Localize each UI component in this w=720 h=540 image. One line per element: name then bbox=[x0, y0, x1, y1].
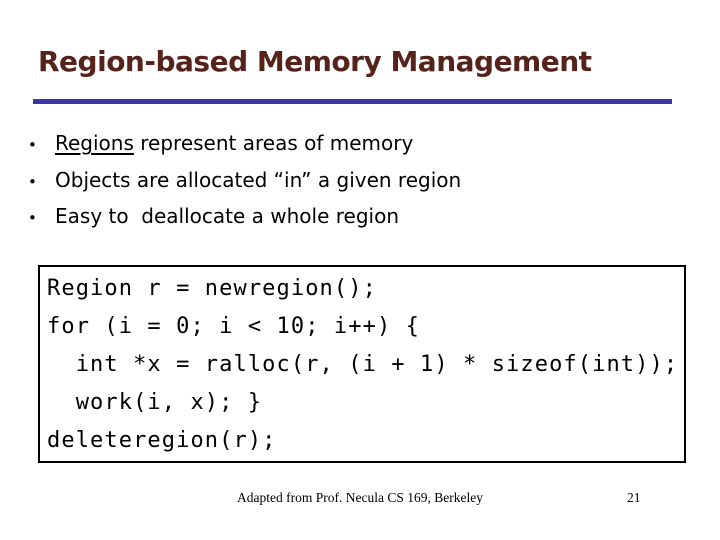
bullet-item: • Regions represent areas of memory bbox=[28, 126, 461, 163]
bullet-marker: • bbox=[28, 172, 37, 191]
code-line: for (i = 0; i < 10; i++) { bbox=[47, 314, 420, 339]
bullet-text-rest: Objects are allocated “in” a given regio… bbox=[55, 167, 462, 192]
bullet-marker: • bbox=[28, 209, 37, 227]
bullet-text-rest: Easy to deallocate a whole region bbox=[55, 204, 400, 228]
bullet-text: Objects are allocated “in” a given regio… bbox=[55, 163, 461, 198]
bullet-text-rest: represent areas of memory bbox=[133, 131, 414, 155]
bullet-item: • Easy to deallocate a whole region bbox=[28, 199, 461, 236]
bullet-list: • Regions represent areas of memory • Ob… bbox=[28, 126, 461, 236]
bullet-text: Easy to deallocate a whole region bbox=[55, 199, 399, 234]
code-line: Region r = newregion(); bbox=[47, 276, 377, 301]
bullet-marker: • bbox=[28, 136, 37, 154]
code-line: deleteregion(r); bbox=[47, 428, 277, 453]
bullet-underlined-term: Regions bbox=[55, 131, 134, 155]
footer-credit: Adapted from Prof. Necula CS 169, Berkel… bbox=[237, 490, 483, 505]
bullet-text: Regions represent areas of memory bbox=[55, 126, 413, 161]
bullet-item: • Objects are allocated “in” a given reg… bbox=[28, 163, 461, 200]
code-line: work(i, x); } bbox=[47, 390, 263, 415]
page-number: 21 bbox=[627, 490, 641, 505]
code-line: int *x = ralloc(r, (i + 1) * sizeof(int)… bbox=[47, 352, 679, 377]
title-underline-rule bbox=[33, 99, 672, 104]
code-box: Region r = newregion(); for (i = 0; i < … bbox=[38, 265, 686, 463]
slide-title: Region-based Memory Management bbox=[38, 45, 592, 78]
